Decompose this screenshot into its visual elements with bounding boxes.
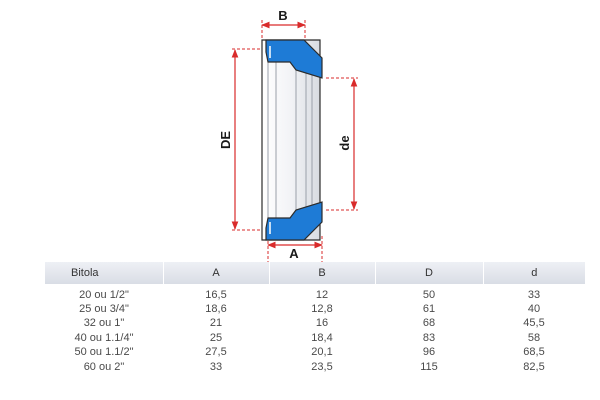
cell-b: 12,8 <box>311 303 333 316</box>
cell-a: 27,5 <box>205 346 227 359</box>
header-b: B <box>269 262 376 284</box>
cell-b: 20,1 <box>311 346 333 359</box>
cell-d-outer: 50 <box>422 288 436 301</box>
cell-b: 16 <box>315 317 329 330</box>
header-d-outer: D <box>375 262 484 284</box>
table-row: 25 ou 3/4" 18,6 12,8 61 40 <box>45 302 585 316</box>
cell-a: 16,5 <box>205 288 227 301</box>
cell-d-outer: 96 <box>422 346 436 359</box>
label-a: A <box>289 246 299 261</box>
label-de-outer: DE <box>218 131 233 149</box>
table-body: 20 ou 1/2" 16,5 12 50 33 25 ou 3/4" 18,6… <box>45 284 585 374</box>
cell-bitola: 40 ou 1.1/4" <box>74 331 134 344</box>
table-header: Bitola A B D d <box>45 262 585 284</box>
table-row: 32 ou 1" 21 16 68 45,5 <box>45 317 585 331</box>
cell-d-outer: 68 <box>422 317 436 330</box>
cell-d-inner: 45,5 <box>523 317 545 330</box>
cell-d-inner: 40 <box>527 303 541 316</box>
table-row: 60 ou 2" 33 23,5 115 82,5 <box>45 360 585 374</box>
cell-a: 33 <box>209 360 223 373</box>
label-b: B <box>278 8 287 23</box>
table-row: 40 ou 1.1/4" 25 18,4 83 58 <box>45 331 585 345</box>
header-d-inner: d <box>483 262 585 284</box>
header-bitola: Bitola <box>45 262 164 284</box>
cell-b: 12 <box>315 288 329 301</box>
cell-d-inner: 68,5 <box>523 346 545 359</box>
cell-d-outer: 83 <box>422 331 436 344</box>
cell-bitola: 50 ou 1.1/2" <box>74 346 134 359</box>
bore-lines <box>267 50 313 230</box>
table-header-row: Bitola A B D d <box>45 262 585 284</box>
cell-bitola: 60 ou 2" <box>83 360 125 373</box>
cell-d-outer: 61 <box>422 303 436 316</box>
header-a: A <box>163 262 270 284</box>
cell-bitola: 20 ou 1/2" <box>79 288 129 301</box>
label-de-inner: de <box>337 135 352 150</box>
dimensions-table: Bitola A B D d 20 ou 1/2" 16,5 12 50 33 … <box>45 262 585 374</box>
cell-bitola: 32 ou 1" <box>83 317 125 330</box>
cell-d-inner: 82,5 <box>523 360 545 373</box>
cell-d-inner: 33 <box>527 288 541 301</box>
table-row: 20 ou 1/2" 16,5 12 50 33 <box>45 284 585 302</box>
cell-a: 21 <box>209 317 223 330</box>
cell-a: 25 <box>209 331 223 344</box>
seal-top <box>265 39 323 79</box>
cell-b: 23,5 <box>311 360 333 373</box>
cell-b: 18,4 <box>311 331 333 344</box>
table-row: 50 ou 1.1/2" 27,5 20,1 96 68,5 <box>45 346 585 360</box>
seal-bottom <box>265 201 323 241</box>
cell-d-inner: 58 <box>527 331 541 344</box>
fitting-cross-section-drawing: B DE de A <box>218 8 358 262</box>
cell-bitola: 25 ou 3/4" <box>79 303 129 316</box>
cell-d-outer: 115 <box>420 360 438 373</box>
cell-a: 18,6 <box>205 303 227 316</box>
